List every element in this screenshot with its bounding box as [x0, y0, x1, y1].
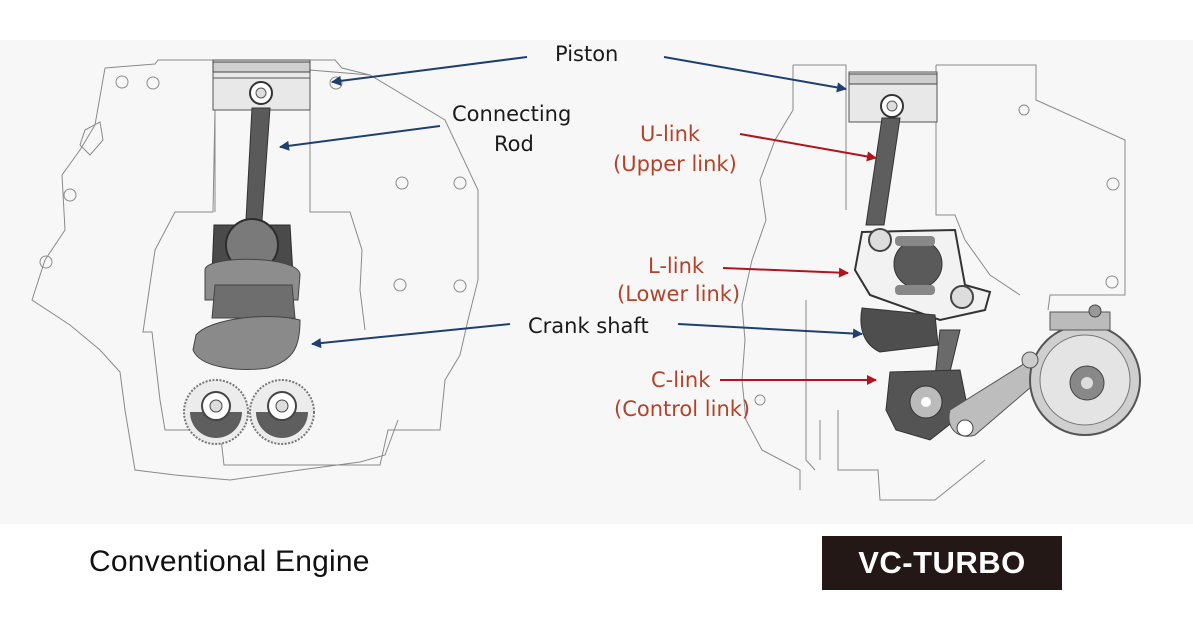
arrow-crank-left: [311, 323, 511, 349]
label-control-link: (Control link): [614, 397, 751, 421]
conventional-crank-shaft: [192, 258, 301, 370]
label-lower-link: (Lower link): [617, 282, 741, 306]
conventional-piston: [212, 59, 311, 111]
actuator-motor: [1021, 304, 1141, 436]
annotation-arrows: [279, 56, 877, 385]
label-c-link: C-link: [651, 368, 711, 392]
balance-gears: [183, 379, 315, 445]
arrow-piston-left: [331, 56, 528, 86]
l-link-part: [853, 228, 992, 322]
vc-turbo-badge-text: VC-TURBO: [858, 545, 1026, 580]
arrow-l-link: [722, 267, 849, 278]
diagram-background: [0, 40, 1193, 524]
label-connecting-rod-line1: Connecting: [452, 102, 572, 126]
vc-turbo-badge: VC-TURBO: [822, 536, 1062, 590]
vc-turbo-piston: [848, 71, 938, 123]
label-l-link: L-link: [648, 254, 705, 278]
arrow-connecting-rod: [279, 125, 441, 151]
c-link-part: [885, 329, 1046, 441]
arrow-u-link: [739, 133, 877, 162]
label-u-link: U-link: [640, 122, 701, 146]
conventional-engine-title: Conventional Engine: [89, 545, 370, 578]
u-link-part: [865, 117, 901, 226]
label-piston: Piston: [555, 42, 619, 66]
label-crank-shaft: Crank shaft: [528, 314, 649, 338]
conventional-connecting-rod: [211, 107, 294, 276]
vc-turbo-crank-shaft: [860, 307, 939, 353]
conventional-engine-block: [31, 59, 479, 481]
label-connecting-rod-line2: Rod: [494, 132, 534, 156]
arrow-piston-right: [663, 56, 847, 93]
arrow-crank-right: [677, 323, 863, 339]
label-upper-link: (Upper link): [613, 152, 737, 176]
